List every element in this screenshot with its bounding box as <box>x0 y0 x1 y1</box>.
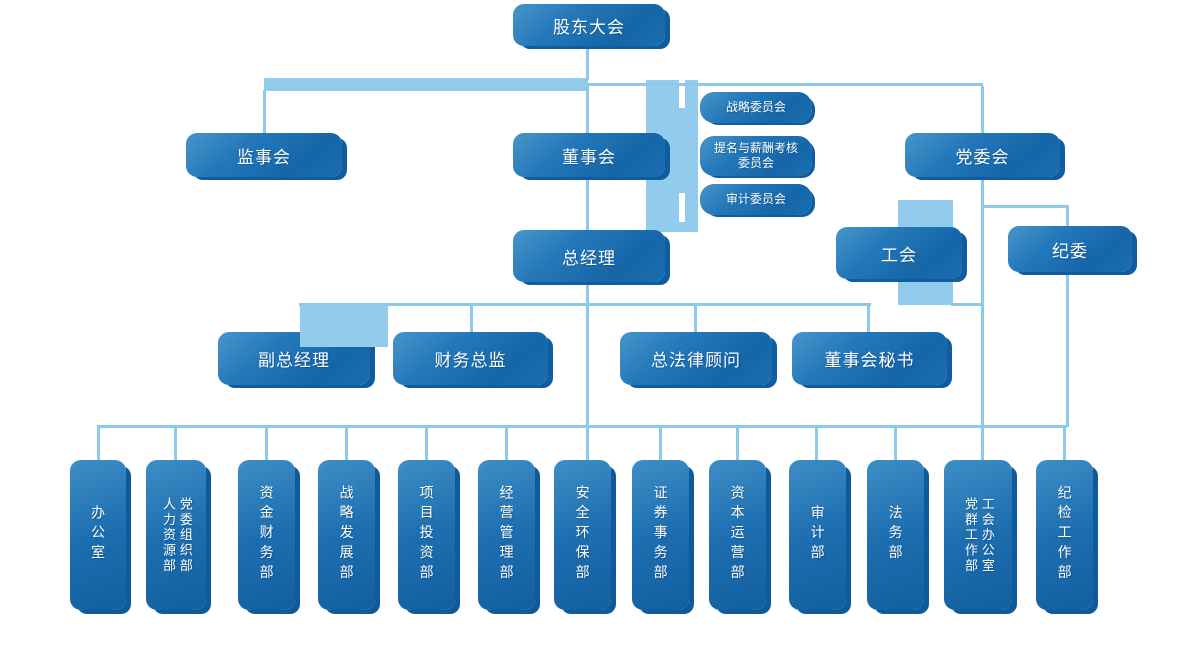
connector <box>586 86 589 133</box>
dept-safety-environment: 安全环保部 <box>554 460 611 610</box>
connector <box>586 46 589 80</box>
connector <box>1066 272 1069 427</box>
node-label: 提名与薪酬考核 委员会 <box>713 141 798 170</box>
dept-audit: 审计部 <box>789 460 846 610</box>
connector-bottom-rail <box>97 425 1067 428</box>
node-discipline-commission: 纪委 <box>1008 226 1132 272</box>
connector <box>299 303 871 306</box>
node-label: 总经理 <box>562 248 616 268</box>
connector <box>659 428 662 462</box>
connector <box>1063 428 1066 462</box>
node-audit-committee: 审计委员会 <box>700 184 812 215</box>
connector <box>867 306 870 332</box>
node-label: 工会 <box>881 245 917 265</box>
node-finance-director: 财务总监 <box>393 332 548 385</box>
node-label: 股东大会 <box>553 17 625 37</box>
dept-securities-affairs: 证券事务部 <box>632 460 689 610</box>
dept-project-investment: 项目投资部 <box>398 460 455 610</box>
node-label: 副总经理 <box>258 351 330 370</box>
dept-party-organization-hr: 党委组织部 人力资源部 <box>146 460 206 610</box>
node-label: 审计委员会 <box>725 192 786 206</box>
connector <box>951 303 983 306</box>
connector <box>981 86 984 133</box>
connector <box>586 282 589 427</box>
node-party-committee: 党委会 <box>905 133 1060 177</box>
dept-finance: 资金财务部 <box>238 460 295 610</box>
connector <box>894 428 897 462</box>
node-general-manager: 总经理 <box>513 230 665 282</box>
connector <box>345 428 348 462</box>
connector-band-deputy-gm <box>300 305 388 347</box>
node-label: 董事会 <box>562 147 616 167</box>
dept-legal: 法务部 <box>867 460 924 610</box>
dept-operation-management: 经营管理部 <box>478 460 535 610</box>
node-shareholders-meeting: 股东大会 <box>513 4 665 46</box>
connector <box>505 428 508 462</box>
node-label: 财务总监 <box>434 351 507 370</box>
node-general-counsel: 总法律顾问 <box>620 332 772 385</box>
connector <box>736 428 739 462</box>
node-label: 总法律顾问 <box>651 351 741 370</box>
node-board-secretary: 董事会秘书 <box>792 332 947 385</box>
connector <box>1066 205 1069 230</box>
dept-office: 办公室 <box>70 460 126 610</box>
connector <box>265 428 268 462</box>
node-nomination-remuneration-committee: 提名与薪酬考核 委员会 <box>700 136 812 176</box>
connector <box>586 428 589 462</box>
connector-band-notch <box>679 193 685 222</box>
node-label: 纪委 <box>1052 241 1088 261</box>
dept-union-office-party-mass: 工会办公室 党群工作部 <box>944 460 1012 610</box>
connector-band-top <box>264 78 588 91</box>
connector <box>981 205 1069 208</box>
connector <box>586 83 983 86</box>
connector <box>470 306 473 332</box>
connector <box>815 428 818 462</box>
connector-band-notch <box>679 80 685 108</box>
connector <box>981 428 984 462</box>
node-labor-union: 工会 <box>836 227 962 279</box>
dept-capital-operation: 资本运营部 <box>709 460 766 610</box>
connector <box>694 306 697 332</box>
connector <box>263 90 266 133</box>
node-label: 监事会 <box>237 147 291 167</box>
connector <box>97 428 100 462</box>
connector <box>425 428 428 462</box>
node-label: 战略委员会 <box>725 100 786 114</box>
connector <box>174 428 177 462</box>
node-supervisory-board: 监事会 <box>186 133 342 177</box>
dept-discipline-inspection: 纪检工作部 <box>1036 460 1093 610</box>
connector <box>586 177 589 230</box>
node-board-of-directors: 董事会 <box>513 133 665 177</box>
node-label: 党委会 <box>955 147 1010 167</box>
connector <box>981 177 984 427</box>
node-label: 董事会秘书 <box>824 351 915 370</box>
node-strategy-committee: 战略委员会 <box>700 92 812 123</box>
dept-strategy-development: 战略发展部 <box>318 460 375 610</box>
